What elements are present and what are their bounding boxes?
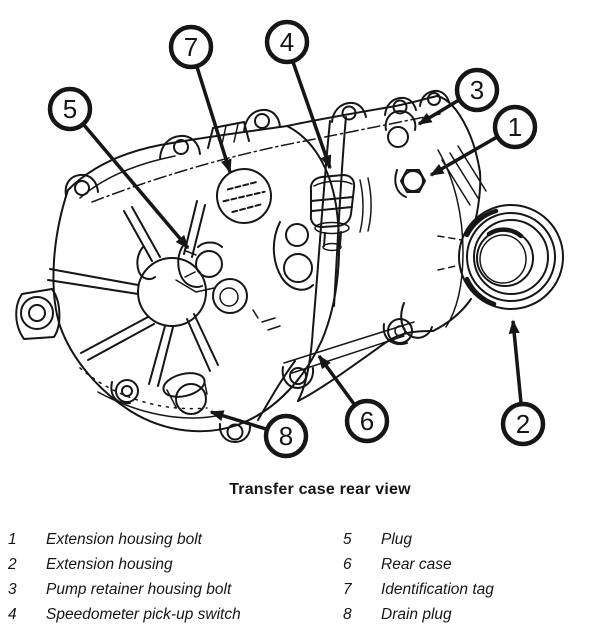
callout-8-number: 8 bbox=[279, 421, 293, 451]
legend-item-number: 3 bbox=[8, 581, 17, 598]
callout-5-number: 5 bbox=[63, 94, 77, 124]
rear-case-ribs bbox=[47, 200, 314, 387]
legend-item-label: Drain plug bbox=[381, 606, 452, 623]
callout-6-number: 6 bbox=[360, 406, 374, 436]
legend-item-number: 8 bbox=[343, 606, 352, 623]
callout-5: 5 bbox=[47, 86, 93, 132]
legend-item-label: Rear case bbox=[381, 556, 452, 573]
callout-7-number: 7 bbox=[184, 32, 198, 62]
legend-item-4: 4 Speedometer pick-up switch bbox=[8, 604, 241, 625]
callout-4: 4 bbox=[264, 19, 310, 65]
callout-2-number: 2 bbox=[516, 409, 530, 439]
callout-3: 3 bbox=[454, 67, 500, 113]
legend-column-right: 5 Plug 6 Rear case 7 Identification tag … bbox=[343, 529, 494, 625]
legend-item-3: 3 Pump retainer housing bolt bbox=[8, 579, 241, 604]
callout-1-number: 1 bbox=[508, 112, 522, 142]
leader-2 bbox=[508, 319, 523, 404]
legend-item-number: 4 bbox=[8, 606, 17, 623]
leader-5 bbox=[82, 123, 190, 250]
legend-item-label: Pump retainer housing bolt bbox=[46, 581, 232, 598]
legend-item-6: 6 Rear case bbox=[343, 554, 494, 579]
callout-2: 2 bbox=[500, 401, 546, 447]
legend-item-label: Plug bbox=[381, 531, 413, 548]
id-tag bbox=[216, 168, 272, 224]
legend-item-number: 2 bbox=[8, 556, 17, 573]
leader-8 bbox=[209, 410, 267, 431]
legend-item-label: Extension housing bolt bbox=[46, 531, 202, 548]
legend-item-number: 6 bbox=[343, 556, 352, 573]
housing-bolts bbox=[384, 110, 426, 198]
legend-item-label: Speedometer pick-up switch bbox=[46, 606, 241, 623]
legend-column-left: 1 Extension housing bolt 2 Extension hou… bbox=[8, 529, 241, 625]
callout-3-number: 3 bbox=[470, 75, 484, 105]
rear-case-cover bbox=[15, 89, 481, 443]
leader-1 bbox=[429, 135, 498, 177]
legend-item-1: 1 Extension housing bolt bbox=[8, 529, 241, 554]
leader-4 bbox=[291, 61, 332, 170]
legend-item-2: 2 Extension housing bbox=[8, 554, 241, 579]
speedometer-switch bbox=[309, 174, 372, 252]
legend-item-7: 7 Identification tag bbox=[343, 579, 494, 604]
extension-housing bbox=[257, 116, 564, 421]
drain-plug bbox=[162, 372, 208, 415]
plug bbox=[136, 241, 223, 293]
legend-item-number: 1 bbox=[8, 531, 17, 548]
legend-item-8: 8 Drain plug bbox=[343, 604, 494, 625]
callout-leaders bbox=[82, 61, 523, 431]
legend-item-number: 5 bbox=[343, 531, 352, 548]
callout-6: 6 bbox=[344, 398, 390, 444]
figure-caption: Transfer case rear view bbox=[229, 481, 411, 498]
legend-item-label: Extension housing bbox=[46, 556, 173, 573]
leader-7 bbox=[195, 66, 232, 174]
transfer-case-diagram: 1 2 3 4 5 6 7 8 bbox=[15, 19, 564, 459]
callout-4-number: 4 bbox=[280, 27, 294, 57]
callout-8: 8 bbox=[263, 413, 309, 459]
legend-item-label: Identification tag bbox=[381, 581, 494, 598]
leader-6 bbox=[317, 354, 356, 406]
callout-1: 1 bbox=[492, 104, 538, 150]
legend-item-5: 5 Plug bbox=[343, 529, 494, 554]
callout-7: 7 bbox=[168, 24, 214, 70]
leader-3 bbox=[417, 98, 460, 126]
legend-item-number: 7 bbox=[343, 581, 352, 598]
